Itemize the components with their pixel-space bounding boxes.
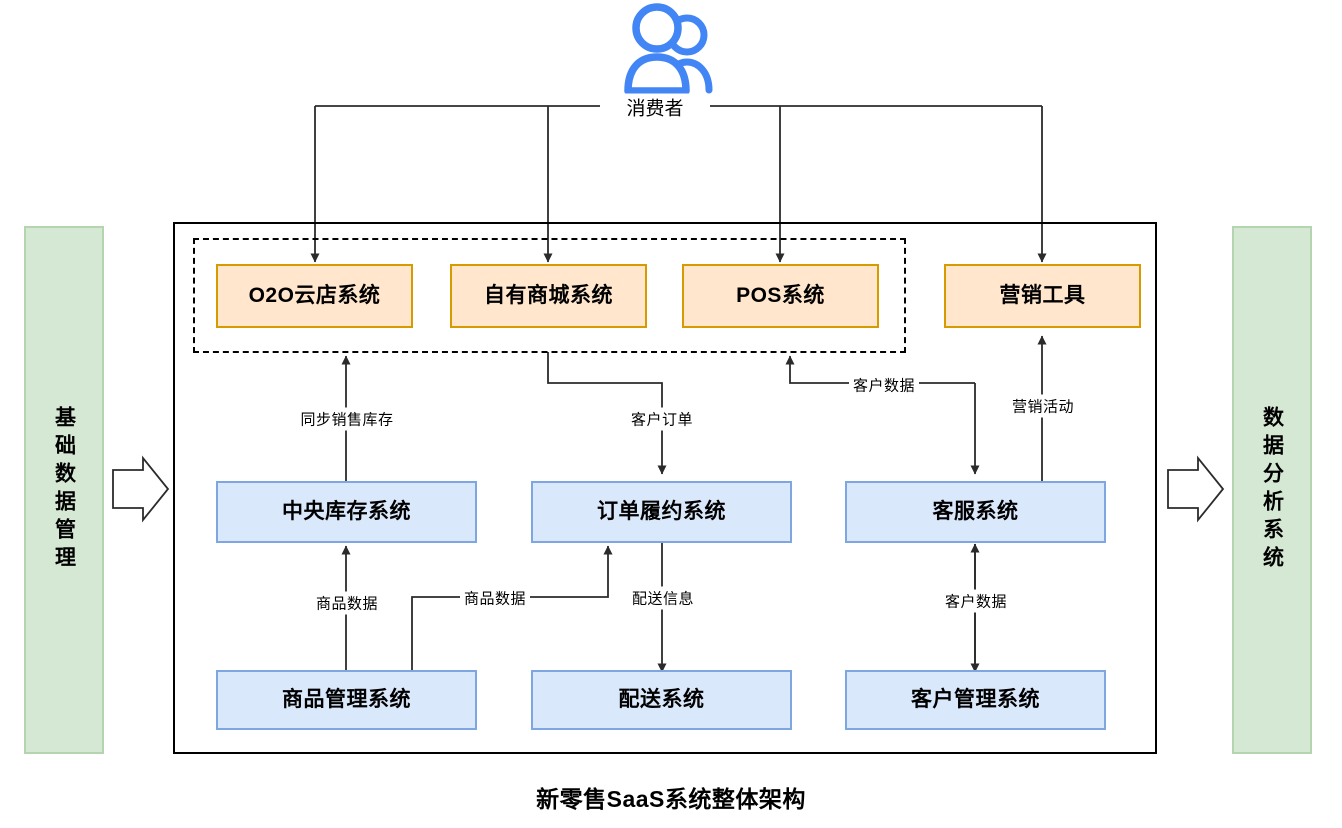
side-panel-data-analytics[interactable]: 数据分析系统 <box>1232 226 1312 754</box>
node-delivery[interactable]: 配送系统 <box>531 670 792 730</box>
node-inventory[interactable]: 中央库存系统 <box>216 481 477 543</box>
node-mall-label: 自有商城系统 <box>484 283 613 307</box>
diagram-caption: 新零售SaaS系统整体架构 <box>536 786 806 812</box>
node-pos[interactable]: POS系统 <box>682 264 879 328</box>
node-marketing-label: 营销工具 <box>999 283 1086 307</box>
system-container <box>173 222 1157 754</box>
node-o2o[interactable]: O2O云店系统 <box>216 264 413 328</box>
edge-label-customer-data-service: 客户数据 <box>940 589 1012 613</box>
edge-label-sync-inventory: 同步销售库存 <box>296 407 398 431</box>
node-delivery-label: 配送系统 <box>618 687 705 711</box>
users-icon <box>612 2 722 95</box>
node-product-label: 商品管理系统 <box>282 687 411 711</box>
node-customer-label: 客户管理系统 <box>911 687 1040 711</box>
side-panel-data-analytics-label: 数据分析系统 <box>1260 406 1284 574</box>
edge-label-customer-order: 客户订单 <box>626 407 698 431</box>
side-panel-base-data-label: 基础数据管理 <box>52 406 76 574</box>
edge-label-delivery-info: 配送信息 <box>627 586 699 610</box>
node-service[interactable]: 客服系统 <box>845 481 1106 543</box>
node-mall[interactable]: 自有商城系统 <box>450 264 647 328</box>
node-product[interactable]: 商品管理系统 <box>216 670 477 730</box>
edge-label-customer-data-pos: 客户数据 <box>848 373 920 397</box>
node-order[interactable]: 订单履约系统 <box>531 481 792 543</box>
right-block-arrow <box>1167 455 1225 523</box>
node-service-label: 客服系统 <box>932 499 1019 523</box>
node-pos-label: POS系统 <box>736 283 825 307</box>
node-customer[interactable]: 客户管理系统 <box>845 670 1106 730</box>
edge-label-product-data-order: 商品数据 <box>459 586 531 610</box>
left-block-arrow <box>112 455 170 523</box>
node-o2o-label: O2O云店系统 <box>248 283 381 307</box>
consumer-label: 消费者 <box>616 93 694 121</box>
node-marketing[interactable]: 营销工具 <box>944 264 1141 328</box>
edge-label-marketing-activity: 营销活动 <box>1007 394 1079 418</box>
node-order-label: 订单履约系统 <box>597 499 726 523</box>
side-panel-base-data[interactable]: 基础数据管理 <box>24 226 104 754</box>
edge-label-product-data-inventory: 商品数据 <box>311 591 383 615</box>
touchpoint-group <box>193 238 906 353</box>
node-inventory-label: 中央库存系统 <box>282 499 411 523</box>
